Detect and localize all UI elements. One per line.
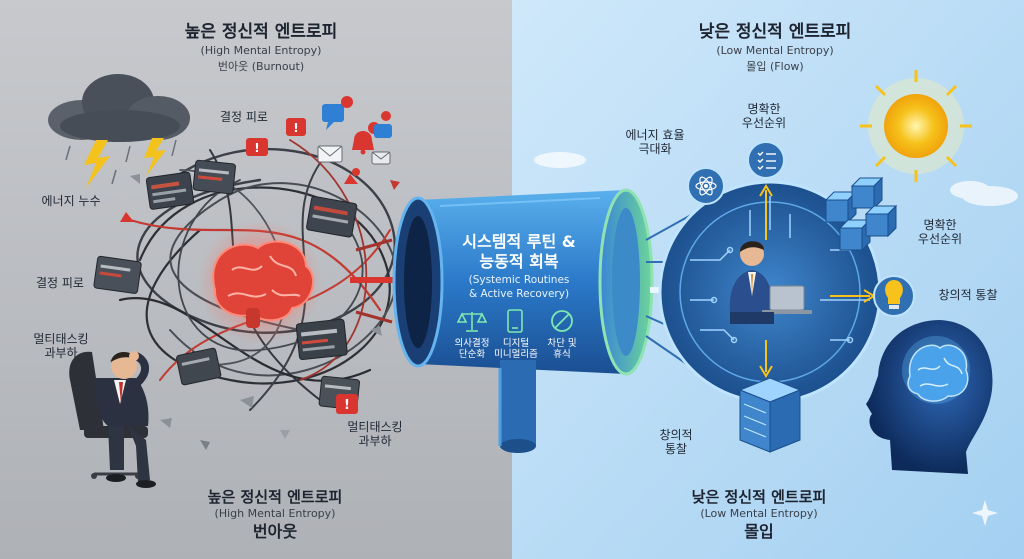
label-line: 창의적	[659, 428, 693, 442]
chat-bubble-icon	[322, 96, 353, 130]
label-line: 에너지 효율	[625, 128, 685, 142]
right-title: 낮은 정신적 엔트로피	[698, 22, 852, 42]
right-title-en: (Low Mental Entropy)	[716, 44, 834, 57]
clouds	[534, 152, 1018, 206]
label-line: 과부하	[44, 346, 78, 361]
pipe-item-rest: 차단 및 휴식	[538, 338, 586, 361]
stressed-person	[69, 351, 156, 488]
block-icon	[551, 310, 573, 332]
sun-icon	[860, 70, 972, 182]
overloaded-brain-icon	[198, 220, 322, 344]
right-bottom-subtitle: 몰입	[744, 522, 774, 541]
label-line: 명확한	[747, 102, 781, 116]
label-multitasking-bottom: 멀티태스킹 과부하	[330, 420, 420, 449]
alert-icon: !	[286, 118, 306, 136]
chat-alert-icon	[374, 111, 392, 138]
checklist-node-icon	[747, 141, 785, 179]
pipe-item-line: 차단 및	[547, 338, 577, 349]
phone-icon	[507, 309, 523, 333]
server-stack-icon	[738, 377, 802, 453]
pipe-item-line: 디지털	[502, 338, 530, 349]
left-bottom-title: 높은 정신적 엔트로피	[207, 488, 343, 506]
pipe-item-line: 단순화	[458, 349, 486, 361]
pipe-item-decision: 의사결정 단순화	[446, 338, 498, 361]
label-energy-efficiency: 에너지 효율 극대화	[610, 128, 700, 157]
pipe-item-line: 미니멀리즘	[494, 349, 538, 361]
svg-text:!: !	[254, 141, 259, 155]
pipe-title-line1: 시스템적 루틴 &	[462, 232, 576, 251]
warning-alert-icon: !	[246, 138, 268, 156]
label-creative-insight-right: 창의적 통찰	[938, 288, 998, 302]
pipe-title-line2: 능동적 회복	[479, 252, 559, 271]
label-clear-priority-top: 명확한 우선순위	[724, 102, 804, 131]
left-subtitle: 번아웃 (Burnout)	[217, 60, 305, 73]
label-clear-priority-right: 명확한 우선순위	[900, 218, 980, 247]
pipe-item-digital: 디지털 미니멀리즘	[488, 338, 544, 361]
focused-person	[729, 241, 812, 324]
label-line: 멀티태스킹	[33, 332, 89, 346]
storm-cloud-icon	[48, 74, 190, 188]
right-subtitle: 몰입 (Flow)	[746, 60, 804, 73]
label-energy-leak: 에너지 누수	[41, 194, 101, 208]
left-title: 높은 정신적 엔트로피	[184, 22, 338, 42]
svg-text:!: !	[344, 398, 350, 413]
pipe-item-line: 의사결정	[454, 338, 490, 349]
transformation-pipe	[392, 188, 654, 453]
scale-icon	[456, 312, 488, 332]
label-multitasking-left: 멀티태스킹 과부하	[16, 332, 106, 361]
pipe-item-line: 휴식	[553, 349, 571, 361]
pipe-subtitle-line1: (Systemic Routines	[468, 274, 570, 286]
left-bottom-title-en: (High Mental Entropy)	[214, 507, 336, 520]
right-bottom-title: 낮은 정신적 엔트로피	[691, 488, 827, 506]
label-decision-fatigue-top: 결정 피로	[220, 110, 268, 124]
small-warning-icon	[120, 212, 134, 222]
label-line: 극대화	[638, 142, 672, 157]
cubes-icon	[824, 176, 898, 252]
pipe-subtitle-line2: & Active Recovery)	[468, 288, 570, 300]
bottom-alert-icon: !	[336, 394, 358, 414]
label-line: 과부하	[358, 434, 392, 449]
label-creative-insight-bottom: 창의적 통찰	[646, 428, 706, 457]
atom-node-icon	[687, 167, 725, 205]
label-line: 우선순위	[917, 232, 963, 247]
red-dot-icon	[352, 168, 360, 176]
label-line: 멀티태스킹	[347, 420, 403, 434]
left-bottom-subtitle: 번아웃	[252, 522, 298, 541]
mail-small-icon	[371, 151, 391, 165]
label-decision-fatigue-mid: 결정 피로	[36, 276, 84, 290]
lightbulb-node-icon	[873, 275, 915, 317]
calm-head-icon	[866, 320, 993, 474]
left-title-en: (High Mental Entropy)	[200, 44, 322, 57]
scattered-windows	[93, 159, 360, 411]
right-bottom-title-en: (Low Mental Entropy)	[700, 507, 818, 520]
label-line: 통찰	[664, 442, 688, 457]
label-line: 명확한	[923, 218, 957, 232]
svg-text:!: !	[293, 121, 298, 135]
mail-icon	[317, 145, 343, 163]
small-warning-icon	[344, 174, 358, 184]
sparkle-icon	[972, 500, 998, 526]
notification-icons: ! ! !	[120, 96, 392, 414]
label-line: 우선순위	[741, 116, 787, 131]
